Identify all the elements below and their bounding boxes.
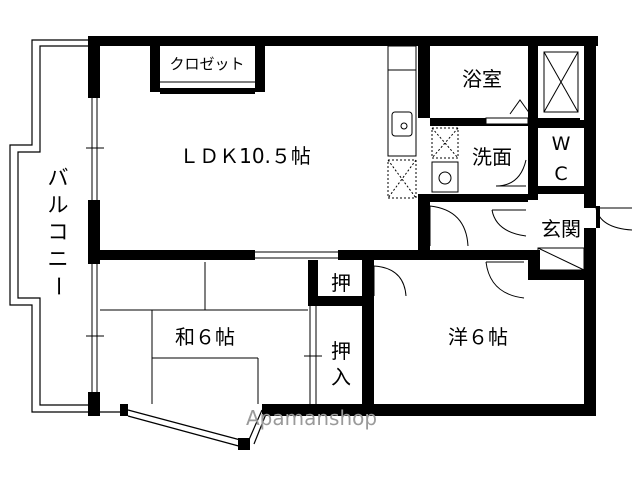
wc-label-w: W (552, 133, 571, 155)
balcony-label-char: コ (48, 220, 69, 244)
bath-label: 浴室 (462, 67, 502, 91)
balcony-label-char: バ (48, 166, 69, 190)
entrance-door-frame (596, 206, 600, 228)
svg-text:押: 押 (331, 339, 351, 363)
closet-label: クロゼット (169, 55, 244, 73)
balcony-label-char: ニ (48, 247, 69, 271)
balcony-label-char: ル (48, 193, 69, 217)
closet (150, 46, 265, 94)
wc-label-c: C (554, 163, 567, 185)
oshiire-doors (304, 306, 322, 404)
door-swings (373, 205, 633, 299)
west-windows (86, 98, 104, 392)
svg-text:入: 入 (331, 365, 351, 389)
ldk-label: ＬＤＫ10.５帖 (179, 144, 311, 168)
washitsu-label: 和６帖 (175, 325, 235, 349)
oshiire-label: 押 入 (331, 339, 351, 389)
balcony-outline (9, 39, 92, 413)
washroom-fixtures (431, 127, 527, 193)
ldk-sliding-door (255, 251, 338, 259)
youshitsu-label: 洋６帖 (448, 325, 508, 349)
outer-walls (88, 36, 598, 416)
pipe-shaft (543, 51, 579, 113)
watermark: Apamanshop (246, 406, 377, 430)
oshi-label: 押 (331, 271, 351, 295)
washroom-label: 洗面 (472, 145, 512, 169)
tatami-lines (100, 262, 308, 404)
entrance-label: 玄関 (541, 217, 581, 241)
bay-window (100, 409, 267, 449)
balcony-label-char: ー (46, 276, 70, 297)
kitchen-counter (387, 45, 417, 199)
interior-walls (100, 46, 586, 404)
bath-door-mark (485, 99, 531, 125)
bay-window-post (238, 438, 250, 450)
